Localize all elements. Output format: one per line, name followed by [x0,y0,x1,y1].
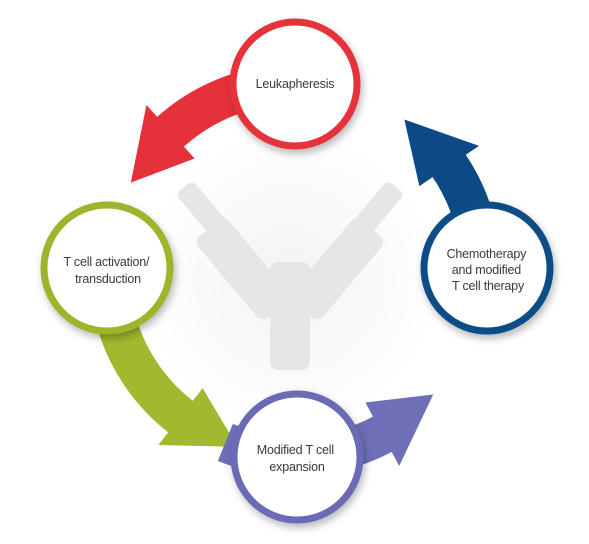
node-activation-ring [40,201,174,335]
node-chemotherapy-ring [420,201,554,335]
node-chemotherapy [420,201,554,335]
node-activation [40,201,174,335]
node-activation-label: T cell activation/ transduction [63,255,152,286]
node-chemotherapy-label: Chemotherapy and modified T cell therapy [447,247,530,293]
node-leukapheresis [229,18,361,150]
node-chemotherapy-label-line: Chemotherapy [447,247,528,261]
node-leukapheresis-label: Leukapheresis [256,77,335,91]
node-expansion-label-line: expansion [269,460,324,474]
node-activation-label-line: T cell activation/ [63,255,150,269]
node-leukapheresis-label-line: Leukapheresis [256,77,335,91]
node-expansion-label: Modified T cell expansion [257,443,337,474]
node-chemotherapy-label-line: T cell therapy [452,279,525,293]
cycle-arrow-activation-to-expansion [95,310,238,447]
node-activation-label-line: transduction [75,272,141,286]
node-expansion [230,390,364,524]
antibody-y-icon [177,182,403,370]
node-chemotherapy-label-line: and modified [452,263,521,277]
node-leukapheresis-ring [229,18,361,150]
node-expansion-ring [230,390,364,524]
node-expansion-label-line: Modified T cell [257,443,334,457]
